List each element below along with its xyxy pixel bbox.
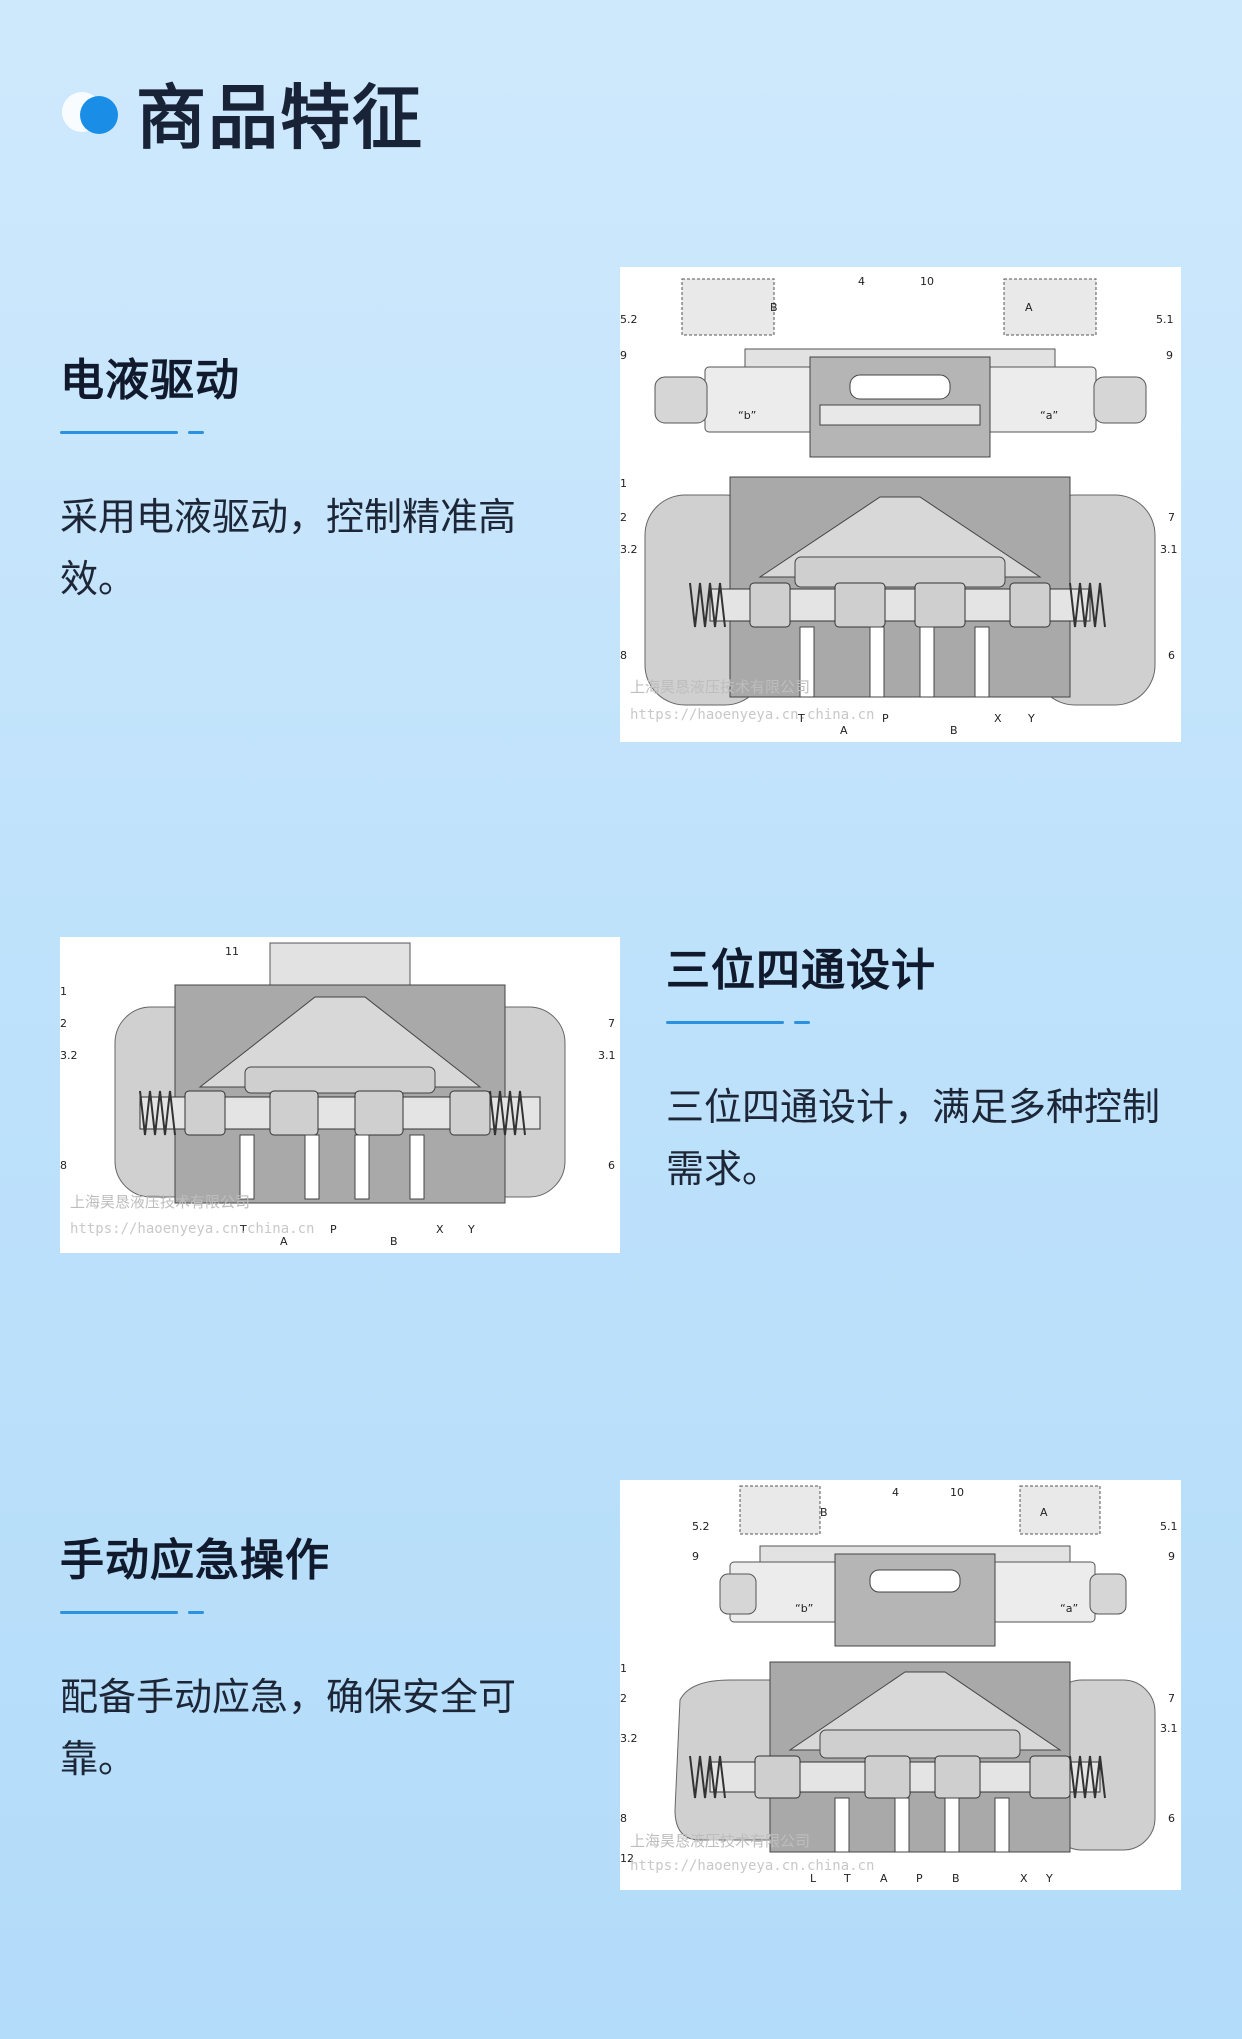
label-12: 12	[620, 1852, 634, 1865]
label-6: 6	[608, 1159, 615, 1172]
port-label: A	[840, 724, 848, 737]
feature-underline	[60, 430, 580, 434]
feature-desc: 配备手动应急，确保安全可靠。	[60, 1675, 517, 1781]
feature-desc: 三位四通设计，满足多种控制需求。	[666, 1085, 1161, 1191]
label-9-right: 9	[1166, 349, 1173, 362]
port-label: P	[916, 1872, 923, 1885]
label-6: 6	[1168, 1812, 1175, 1825]
label-10: 10	[950, 1486, 964, 1499]
port-label: A	[880, 1872, 888, 1885]
label-8: 8	[60, 1159, 67, 1172]
port-label: Y	[1027, 712, 1035, 725]
label-6: 6	[1168, 649, 1175, 662]
valve-diagram-1: B A “b” “a” 4 10 5.2 5	[620, 267, 1181, 742]
feature-manual-emergency: 手动应急操作 配备手动应急，确保安全可靠。	[60, 1524, 580, 1790]
label-4: 4	[858, 275, 865, 288]
port-label: L	[810, 1872, 817, 1885]
sol-a-label: “a”	[1060, 1602, 1078, 1615]
label-9-right: 9	[1168, 1550, 1175, 1563]
page-header: 商品特征	[60, 74, 424, 159]
feature-title: 电液驱动	[60, 355, 240, 406]
feature-title: 三位四通设计	[666, 945, 936, 996]
page-title: 商品特征	[136, 76, 424, 159]
label-3-2: 3.2	[620, 543, 638, 556]
port-label: X	[436, 1223, 444, 1236]
label-3-2: 3.2	[60, 1049, 78, 1062]
coil-b-label: B	[770, 301, 778, 314]
valve-diagram-2: 11 1 7 2 3.2 3.1 8 6 T A P B X Y 上海昊恳液压技…	[60, 937, 620, 1253]
label-1: 1	[620, 477, 627, 490]
sol-b-label: “b”	[738, 409, 756, 422]
feature-underline	[666, 1020, 1186, 1024]
port-label: A	[280, 1235, 288, 1248]
label-7: 7	[608, 1017, 615, 1030]
label-5-2: 5.2	[620, 313, 638, 326]
label-3-1: 3.1	[1160, 1722, 1178, 1735]
valve-diagram-3: B A “b” “a” 4 10 5.2 5.1 9 9 1 7 2	[620, 1480, 1181, 1890]
label-3-1: 3.1	[598, 1049, 616, 1062]
coil-a-label: A	[1040, 1506, 1048, 1519]
label-7: 7	[1168, 511, 1175, 524]
label-5-1: 5.1	[1160, 1520, 1178, 1533]
label-11: 11	[225, 945, 239, 958]
port-label: P	[330, 1223, 337, 1236]
label-4: 4	[892, 1486, 899, 1499]
label-2: 2	[620, 511, 627, 524]
watermark-company: 上海昊恳液压技术有限公司	[630, 678, 810, 696]
port-label: X	[1020, 1872, 1028, 1885]
feature-underline	[60, 1610, 580, 1614]
label-1: 1	[60, 985, 67, 998]
sol-b-label: “b”	[795, 1602, 813, 1615]
coil-a-label: A	[1025, 301, 1033, 314]
port-label: P	[882, 712, 889, 725]
label-10: 10	[920, 275, 934, 288]
watermark-url: https://haoenyeya.cn.china.cn	[630, 707, 874, 723]
label-3-2: 3.2	[620, 1732, 638, 1745]
watermark-company: 上海昊恳液压技术有限公司	[630, 1832, 810, 1850]
port-label: B	[952, 1872, 960, 1885]
watermark-url: https://haoenyeya.cn.china.cn	[70, 1221, 314, 1237]
bubble-logo-icon	[60, 86, 124, 138]
port-label: T	[239, 1223, 247, 1236]
port-label: B	[390, 1235, 398, 1248]
label-5-2: 5.2	[692, 1520, 710, 1533]
label-2: 2	[620, 1692, 627, 1705]
label-9-left: 9	[620, 349, 627, 362]
label-5-1: 5.1	[1156, 313, 1174, 326]
port-label: X	[994, 712, 1002, 725]
port-label: Y	[467, 1223, 475, 1236]
port-label: B	[950, 724, 958, 737]
label-1: 1	[620, 1662, 627, 1675]
watermark-company: 上海昊恳液压技术有限公司	[70, 1193, 250, 1211]
watermark-url: https://haoenyeya.cn.china.cn	[630, 1858, 874, 1874]
feature-title: 手动应急操作	[60, 1535, 330, 1586]
label-2: 2	[60, 1017, 67, 1030]
label-3-1: 3.1	[1160, 543, 1178, 556]
port-label: T	[797, 712, 805, 725]
label-8: 8	[620, 1812, 627, 1825]
label-8: 8	[620, 649, 627, 662]
sol-a-label: “a”	[1040, 409, 1058, 422]
label-7: 7	[1168, 1692, 1175, 1705]
feature-electro-hydraulic: 电液驱动 采用电液驱动，控制精准高效。	[60, 344, 580, 610]
feature-desc: 采用电液驱动，控制精准高效。	[60, 495, 517, 601]
label-9-left: 9	[692, 1550, 699, 1563]
coil-b-label: B	[820, 1506, 828, 1519]
port-label: Y	[1045, 1872, 1053, 1885]
feature-three-position-four-way: 三位四通设计 三位四通设计，满足多种控制需求。	[666, 934, 1186, 1200]
port-label: T	[843, 1872, 851, 1885]
